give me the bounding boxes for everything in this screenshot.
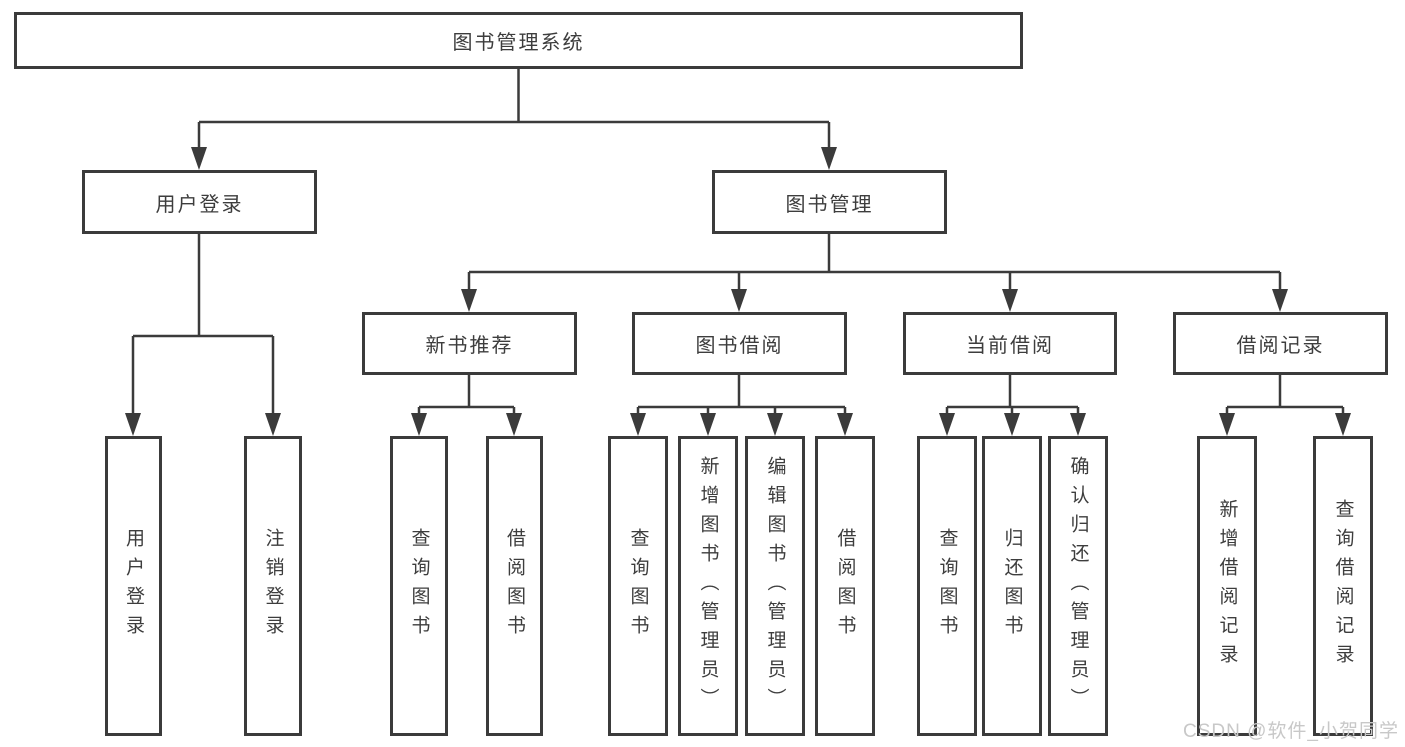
arrow-down-icon — [125, 413, 141, 436]
leaf-rec-query-books: 查询图书 — [390, 436, 448, 736]
edge-book-mgmt-children — [461, 234, 1288, 312]
node-root-system: 图书管理系统 — [14, 12, 1023, 69]
edge-current-borrow-children — [939, 375, 1086, 436]
node-borrow-records: 借阅记录 — [1173, 312, 1388, 375]
arrow-down-icon — [821, 147, 837, 170]
node-new-book-rec-label: 新书推荐 — [425, 335, 514, 357]
leaf-current-confirm-return-label: 确认归还（管理员） — [1067, 455, 1089, 717]
node-book-mgmt-label: 图书管理 — [785, 193, 874, 216]
arrow-down-icon — [265, 413, 281, 436]
arrow-down-icon — [1335, 413, 1351, 436]
arrow-down-icon — [411, 413, 427, 436]
leaf-borrow-query-books-label: 查询图书 — [627, 528, 649, 644]
leaf-rec-borrow-books-label: 借阅图书 — [504, 528, 525, 644]
arrow-down-icon — [700, 413, 716, 436]
leaf-borrow-add-books-label: 新增图书（管理员） — [697, 455, 719, 717]
node-book-mgmt: 图书管理 — [712, 170, 947, 234]
arrow-down-icon — [506, 413, 522, 436]
leaf-current-return-books-label: 归还图书 — [1001, 528, 1023, 644]
leaf-borrow-query-books: 查询图书 — [608, 436, 668, 736]
leaf-records-query-record-label: 查询借阅记录 — [1332, 499, 1354, 673]
node-borrow-records-label: 借阅记录 — [1236, 335, 1325, 357]
edge-borrow-records-children — [1219, 375, 1351, 436]
arrow-down-icon — [1004, 413, 1020, 436]
leaf-current-return-books: 归还图书 — [982, 436, 1042, 736]
arrow-down-icon — [1070, 413, 1086, 436]
leaf-borrow-borrow-books-label: 借阅图书 — [834, 528, 856, 644]
leaf-logout-action-label: 注销登录 — [262, 528, 284, 644]
leaf-current-confirm-return: 确认归还（管理员） — [1048, 436, 1108, 736]
leaf-records-add-record-label: 新增借阅记录 — [1216, 499, 1238, 673]
leaf-records-add-record: 新增借阅记录 — [1197, 436, 1257, 736]
leaf-rec-borrow-books: 借阅图书 — [486, 436, 543, 736]
leaf-rec-query-books-label: 查询图书 — [408, 528, 430, 644]
leaf-current-query-books: 查询图书 — [917, 436, 977, 736]
arrow-down-icon — [1219, 413, 1235, 436]
csdn-watermark: CSDN @软件_小贺同学 — [1183, 721, 1399, 742]
leaf-records-query-record: 查询借阅记录 — [1313, 436, 1373, 736]
leaf-borrow-edit-books: 编辑图书（管理员） — [745, 436, 805, 736]
arrow-down-icon — [731, 289, 747, 312]
node-root-system-label: 图书管理系统 — [452, 32, 585, 54]
arrow-down-icon — [1272, 289, 1288, 312]
arrow-down-icon — [939, 413, 955, 436]
edge-book-borrow-children — [630, 375, 853, 436]
leaf-current-query-books-label: 查询图书 — [936, 528, 958, 644]
leaf-borrow-add-books: 新增图书（管理员） — [678, 436, 738, 736]
node-user-login: 用户登录 — [82, 170, 317, 234]
node-book-borrow: 图书借阅 — [632, 312, 847, 375]
leaf-borrow-borrow-books: 借阅图书 — [815, 436, 875, 736]
edge-user-login-children — [125, 234, 281, 436]
leaf-user-login-action: 用户登录 — [105, 436, 162, 736]
leaf-borrow-edit-books-label: 编辑图书（管理员） — [764, 455, 786, 717]
arrow-down-icon — [191, 147, 207, 170]
edge-new-book-rec-children — [411, 375, 522, 436]
node-book-borrow-label: 图书借阅 — [695, 335, 784, 357]
node-current-borrow-label: 当前借阅 — [966, 335, 1054, 357]
edge-root-to-level2 — [191, 69, 837, 170]
arrow-down-icon — [837, 413, 853, 436]
arrow-down-icon — [767, 413, 783, 436]
leaf-user-login-action-label: 用户登录 — [123, 528, 144, 644]
node-user-login-label: 用户登录 — [155, 193, 244, 216]
node-new-book-rec: 新书推荐 — [362, 312, 577, 375]
node-current-borrow: 当前借阅 — [903, 312, 1117, 375]
leaf-logout-action: 注销登录 — [244, 436, 302, 736]
arrow-down-icon — [1002, 289, 1018, 312]
arrow-down-icon — [630, 413, 646, 436]
arrow-down-icon — [461, 289, 477, 312]
